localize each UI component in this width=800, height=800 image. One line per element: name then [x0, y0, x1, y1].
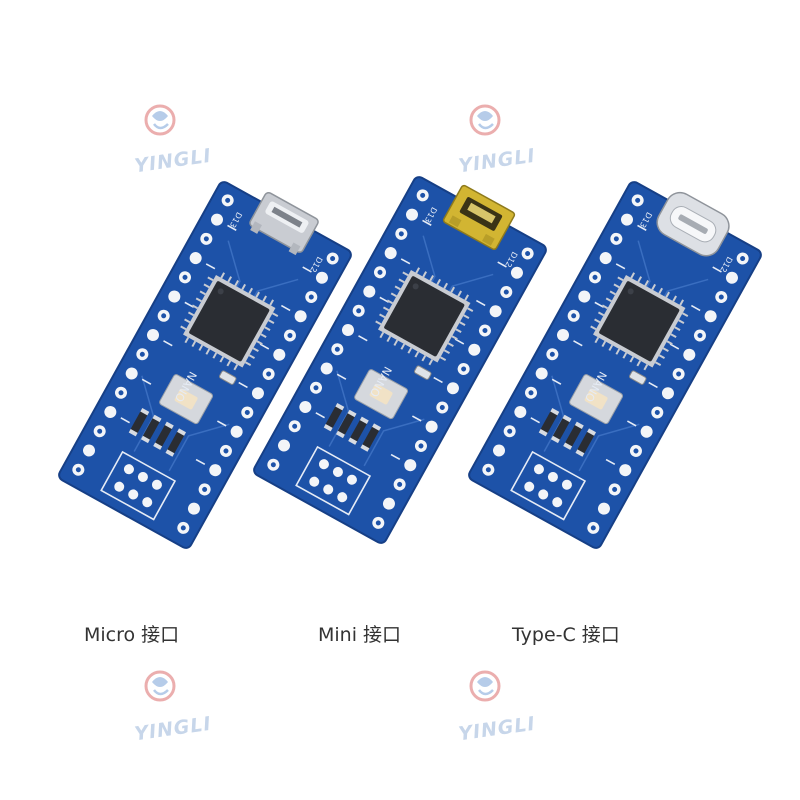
watermark-text: YINGLI [457, 144, 537, 178]
watermark: YINGLI [442, 112, 552, 182]
watermark: YINGLI [118, 112, 228, 182]
watermark-text: YINGLI [133, 144, 213, 178]
nano-board-type-c [465, 178, 765, 552]
watermark: YINGLI [442, 680, 552, 750]
watermark: YINGLI [118, 680, 228, 750]
watermark-text: YINGLI [133, 712, 213, 746]
caption-micro: Micro 接口 [84, 624, 180, 646]
watermark-text: YINGLI [457, 712, 537, 746]
caption-mini: Mini 接口 [318, 624, 402, 646]
caption-type-c: Type-C 接口 [512, 624, 620, 646]
